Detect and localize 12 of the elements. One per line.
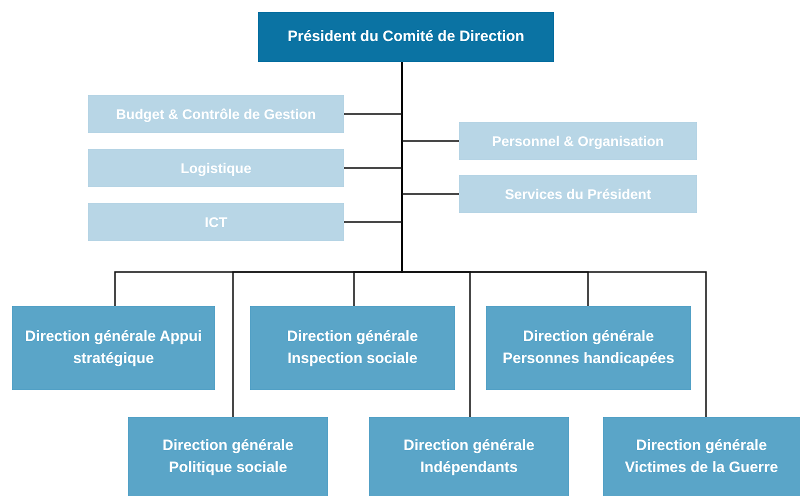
head-box: Président du Comité de Direction xyxy=(258,12,554,62)
department-box: Direction générale Personnes handicapées xyxy=(486,306,691,390)
department-box: Direction générale Indépendants xyxy=(369,417,569,496)
staff-box: Services du Président xyxy=(459,175,697,213)
department-box: Direction générale Victimes de la Guerre xyxy=(603,417,800,496)
staff-box: ICT xyxy=(88,203,344,241)
department-box: Direction générale Inspection sociale xyxy=(250,306,455,390)
staff-box: Budget & Contrôle de Gestion xyxy=(88,95,344,133)
staff-box: Personnel & Organisation xyxy=(459,122,697,160)
department-box: Direction générale Appui stratégique xyxy=(12,306,215,390)
staff-box: Logistique xyxy=(88,149,344,187)
department-box: Direction générale Politique sociale xyxy=(128,417,328,496)
